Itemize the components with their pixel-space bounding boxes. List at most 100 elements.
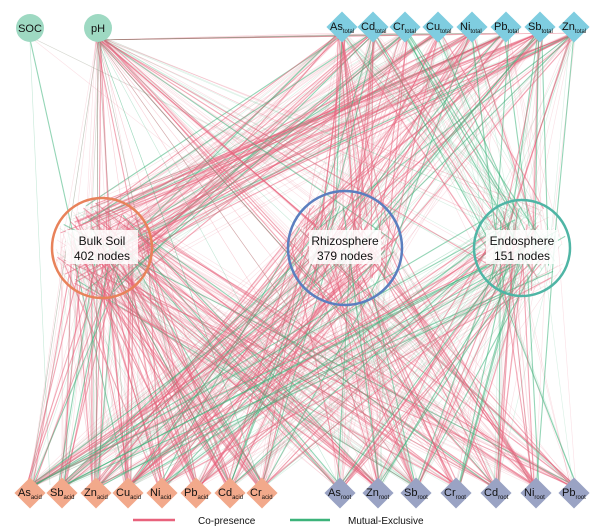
co-presence-edge [26, 256, 83, 488]
co-presence-edge [32, 216, 550, 488]
node-pb-acid[interactable]: Pbacid [180, 477, 212, 509]
mutual-exclusive-edge [95, 35, 528, 243]
mutual-exclusive-edge [318, 32, 376, 204]
node-cd-total[interactable]: Cdtotal [357, 11, 389, 43]
co-presence-edge [385, 32, 579, 251]
node-ph[interactable]: pH [84, 14, 112, 42]
mutual-exclusive-edge [146, 256, 343, 488]
mutual-exclusive-edge [473, 32, 542, 270]
co-presence-edge [161, 216, 320, 488]
node-label: Sbroot [404, 487, 428, 501]
co-presence-edge [127, 205, 318, 488]
co-presence-edge [383, 32, 408, 281]
node-as-total[interactable]: Astotal [326, 11, 358, 43]
mutual-exclusive-edge [440, 32, 513, 238]
co-presence-edge [116, 32, 342, 212]
co-presence-edge [94, 35, 314, 283]
co-presence-edge [62, 232, 501, 488]
node-ni-acid[interactable]: Niacid [146, 477, 178, 509]
co-presence-edge [327, 32, 342, 244]
co-presence-edge [124, 32, 373, 213]
mutual-exclusive-edge [416, 233, 554, 488]
mutual-exclusive-edge [232, 282, 502, 488]
mutual-exclusive-edge [341, 32, 547, 259]
mutual-exclusive-edge [59, 251, 323, 488]
co-presence-edge [75, 32, 402, 225]
node-sb-acid[interactable]: Sbacid [46, 477, 78, 509]
node-pb-root[interactable]: Pbroot [558, 477, 590, 509]
co-presence-edge [495, 286, 506, 488]
node-zn-root[interactable]: Znroot [362, 477, 394, 509]
mutual-exclusive-edge [341, 267, 483, 488]
mutual-exclusive-edge [339, 32, 557, 248]
node-cd-acid[interactable]: Cdacid [214, 477, 246, 509]
mutual-exclusive-edge [128, 265, 346, 488]
co-presence-edge [70, 248, 100, 488]
co-presence-edge [129, 32, 344, 260]
co-presence-edge [471, 32, 533, 214]
ph-edge [29, 39, 99, 488]
node-diamond [246, 477, 278, 509]
mutual-exclusive-edge [26, 221, 358, 488]
co-presence-edge [101, 230, 234, 488]
co-presence-edge [31, 238, 360, 488]
node-cr-root[interactable]: Crroot [440, 477, 472, 509]
co-presence-edge [125, 212, 540, 488]
co-presence-edge [33, 253, 358, 488]
co-presence-edge [458, 253, 535, 488]
co-presence-edge [59, 35, 98, 259]
node-cr-total[interactable]: Crtotal [389, 11, 421, 43]
co-presence-edge [134, 32, 435, 282]
co-presence-edge [345, 32, 558, 259]
mutual-exclusive-edge [338, 32, 536, 223]
node-as-acid[interactable]: Asacid [14, 477, 46, 509]
co-presence-edge [366, 32, 472, 264]
mutual-exclusive-edge [340, 246, 544, 488]
co-presence-edge [512, 254, 536, 488]
node-sb-root[interactable]: Sbroot [400, 477, 432, 509]
co-presence-edge [99, 35, 320, 287]
co-presence-edge [90, 32, 376, 221]
node-ni-total[interactable]: Nitotal [456, 11, 488, 43]
mutual-exclusive-edge [101, 35, 389, 218]
node-soc[interactable]: SOC [16, 14, 44, 42]
node-label: Cutotal [426, 21, 451, 35]
mutual-exclusive-edge [102, 32, 474, 288]
co-presence-edge [308, 240, 457, 488]
co-presence-edge [341, 32, 344, 213]
co-presence-edge [558, 246, 577, 488]
co-presence-edge [160, 207, 336, 488]
mutual-exclusive-edge [374, 32, 573, 264]
mutual-exclusive-edge [86, 32, 371, 259]
co-presence-edge [164, 256, 363, 488]
co-presence-edge [412, 267, 562, 488]
node-as-root[interactable]: Asroot [324, 477, 356, 509]
co-presence-edge [128, 225, 339, 488]
mutual-exclusive-edge [226, 204, 326, 488]
co-presence-edge [90, 276, 378, 488]
co-presence-edge [137, 32, 437, 254]
node-cu-acid[interactable]: Cuacid [112, 477, 144, 509]
co-presence-edge [339, 32, 402, 234]
co-presence-edge [62, 261, 160, 488]
co-presence-edge [315, 32, 344, 234]
node-label: Znacid [84, 487, 108, 501]
co-presence-edge [60, 32, 578, 234]
mutual-exclusive-edge [374, 32, 573, 246]
mutual-exclusive-edge [73, 32, 506, 217]
mutual-exclusive-edge [486, 32, 578, 266]
mutual-exclusive-edge [338, 272, 498, 488]
node-cu-total[interactable]: Cutotal [422, 11, 454, 43]
element-symbol: Cd [484, 487, 498, 499]
node-zn-acid[interactable]: Znacid [80, 477, 112, 509]
node-cr-acid[interactable]: Cracid [246, 477, 278, 509]
mutual-exclusive-edge [31, 219, 516, 488]
co-presence-edge [370, 32, 515, 261]
node-cd-root[interactable]: Cdroot [480, 477, 512, 509]
mutual-exclusive-edge [92, 240, 318, 488]
node-ni-root[interactable]: Niroot [520, 477, 552, 509]
node-label: Zntotal [562, 21, 586, 35]
